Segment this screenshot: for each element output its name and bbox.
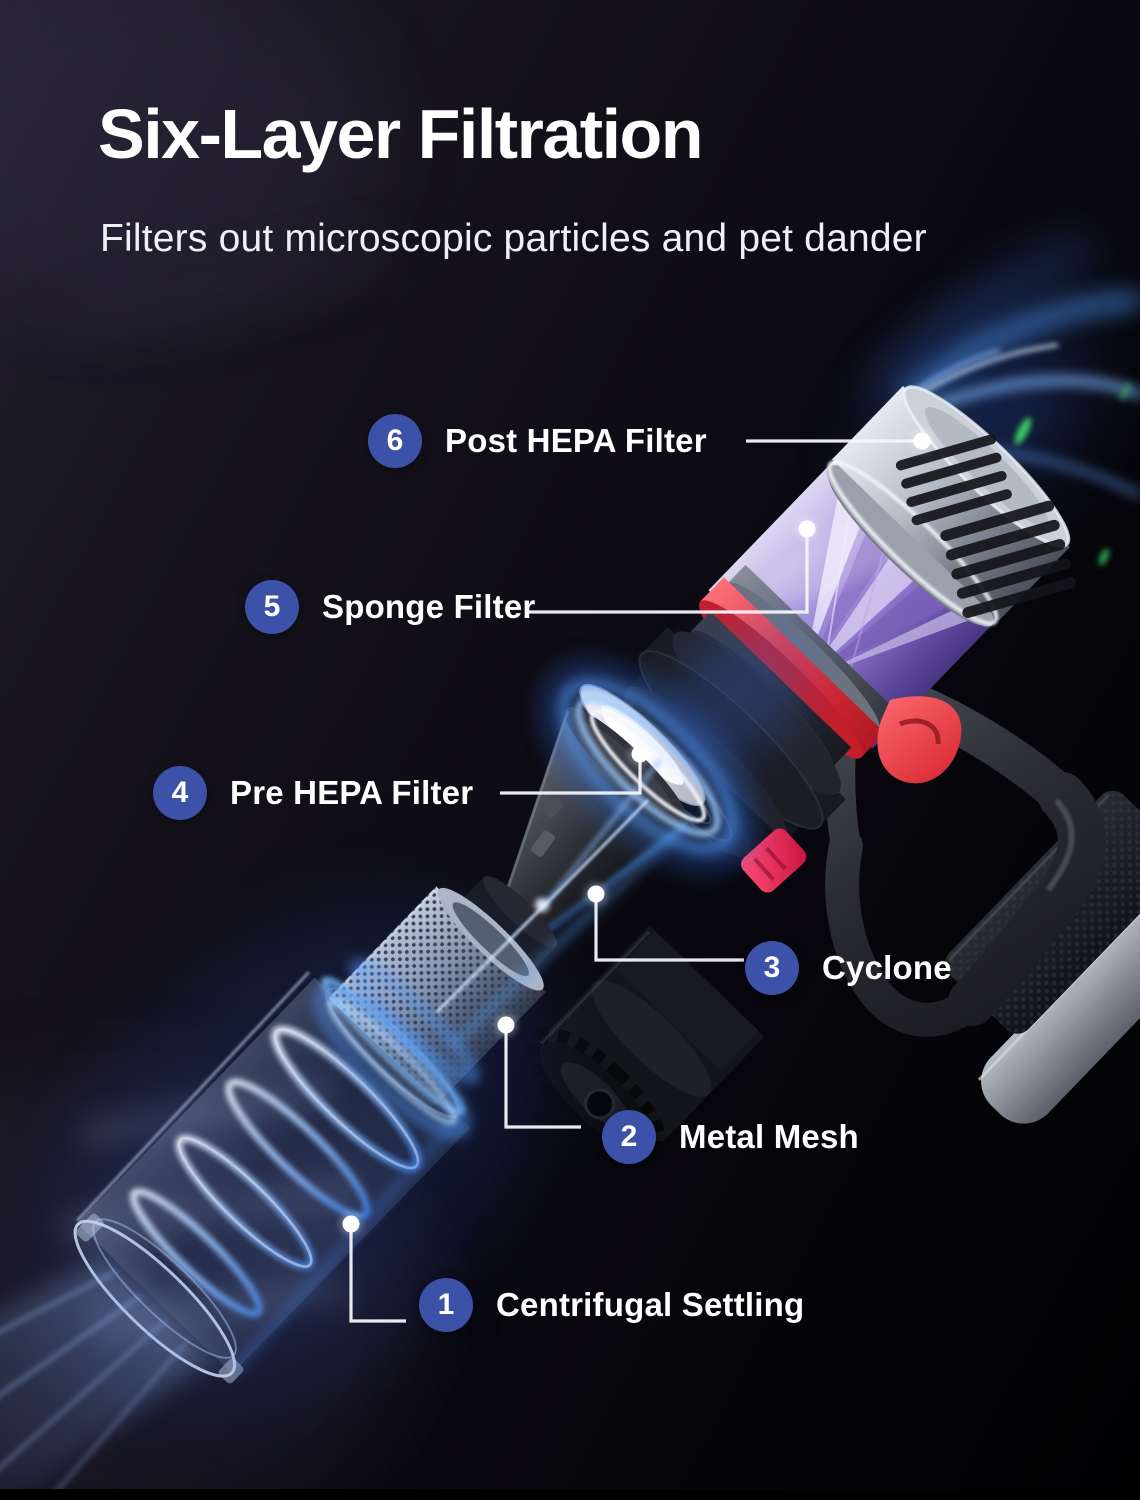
callout-number-badge: 5 (245, 580, 299, 634)
trigger (877, 696, 962, 784)
callout-label: Pre HEPA Filter (230, 774, 474, 811)
header: Six-Layer Filtration Filters out microsc… (98, 96, 927, 261)
page-title: Six-Layer Filtration (98, 95, 704, 173)
leader-line-metal-mesh (504, 1032, 581, 1129)
callout-label: Centrifugal Settling (496, 1286, 805, 1323)
callout-pre-hepa-filter: 4 Pre HEPA Filter (153, 766, 473, 820)
callout-label: Cyclone (822, 949, 952, 986)
cap-vent-slats (895, 434, 1077, 619)
cone-collar (454, 876, 557, 977)
trigger-and-buttons (741, 696, 962, 893)
callout-sponge-filter: 5 Sponge Filter (245, 580, 535, 634)
callout-label: Post HEPA Filter (445, 422, 707, 459)
callout-number-badge: 4 (153, 766, 207, 820)
callout-number-badge: 3 (745, 941, 799, 995)
leader-line-centrifugal (349, 1231, 406, 1323)
leader-line-cyclone (594, 901, 744, 962)
mesh-glow-rings (314, 986, 470, 1138)
callout-metal-mesh: 2 Metal Mesh (602, 1110, 859, 1164)
leader-line-sponge (528, 534, 809, 614)
airflow-glows (50, 614, 814, 1403)
leader-dots (339, 429, 934, 1236)
release-button (741, 828, 807, 893)
leader-lines (349, 439, 916, 1323)
bottom-black-strip (0, 1489, 1140, 1500)
callout-number-badge: 1 (419, 1278, 473, 1332)
callout-number-badge: 2 (602, 1110, 656, 1164)
page-subtitle: Filters out microscopic particles and pe… (100, 217, 927, 260)
callout-post-hepa-filter: 6 Post HEPA Filter (368, 414, 707, 468)
leader-line-pre-hepa (500, 760, 642, 795)
callout-centrifugal-settling: 1 Centrifugal Settling (419, 1278, 804, 1332)
callout-cyclone: 3 Cyclone (745, 941, 952, 995)
callout-number-badge: 6 (368, 414, 422, 468)
callout-label: Sponge Filter (322, 588, 536, 625)
callout-label: Metal Mesh (679, 1118, 859, 1155)
